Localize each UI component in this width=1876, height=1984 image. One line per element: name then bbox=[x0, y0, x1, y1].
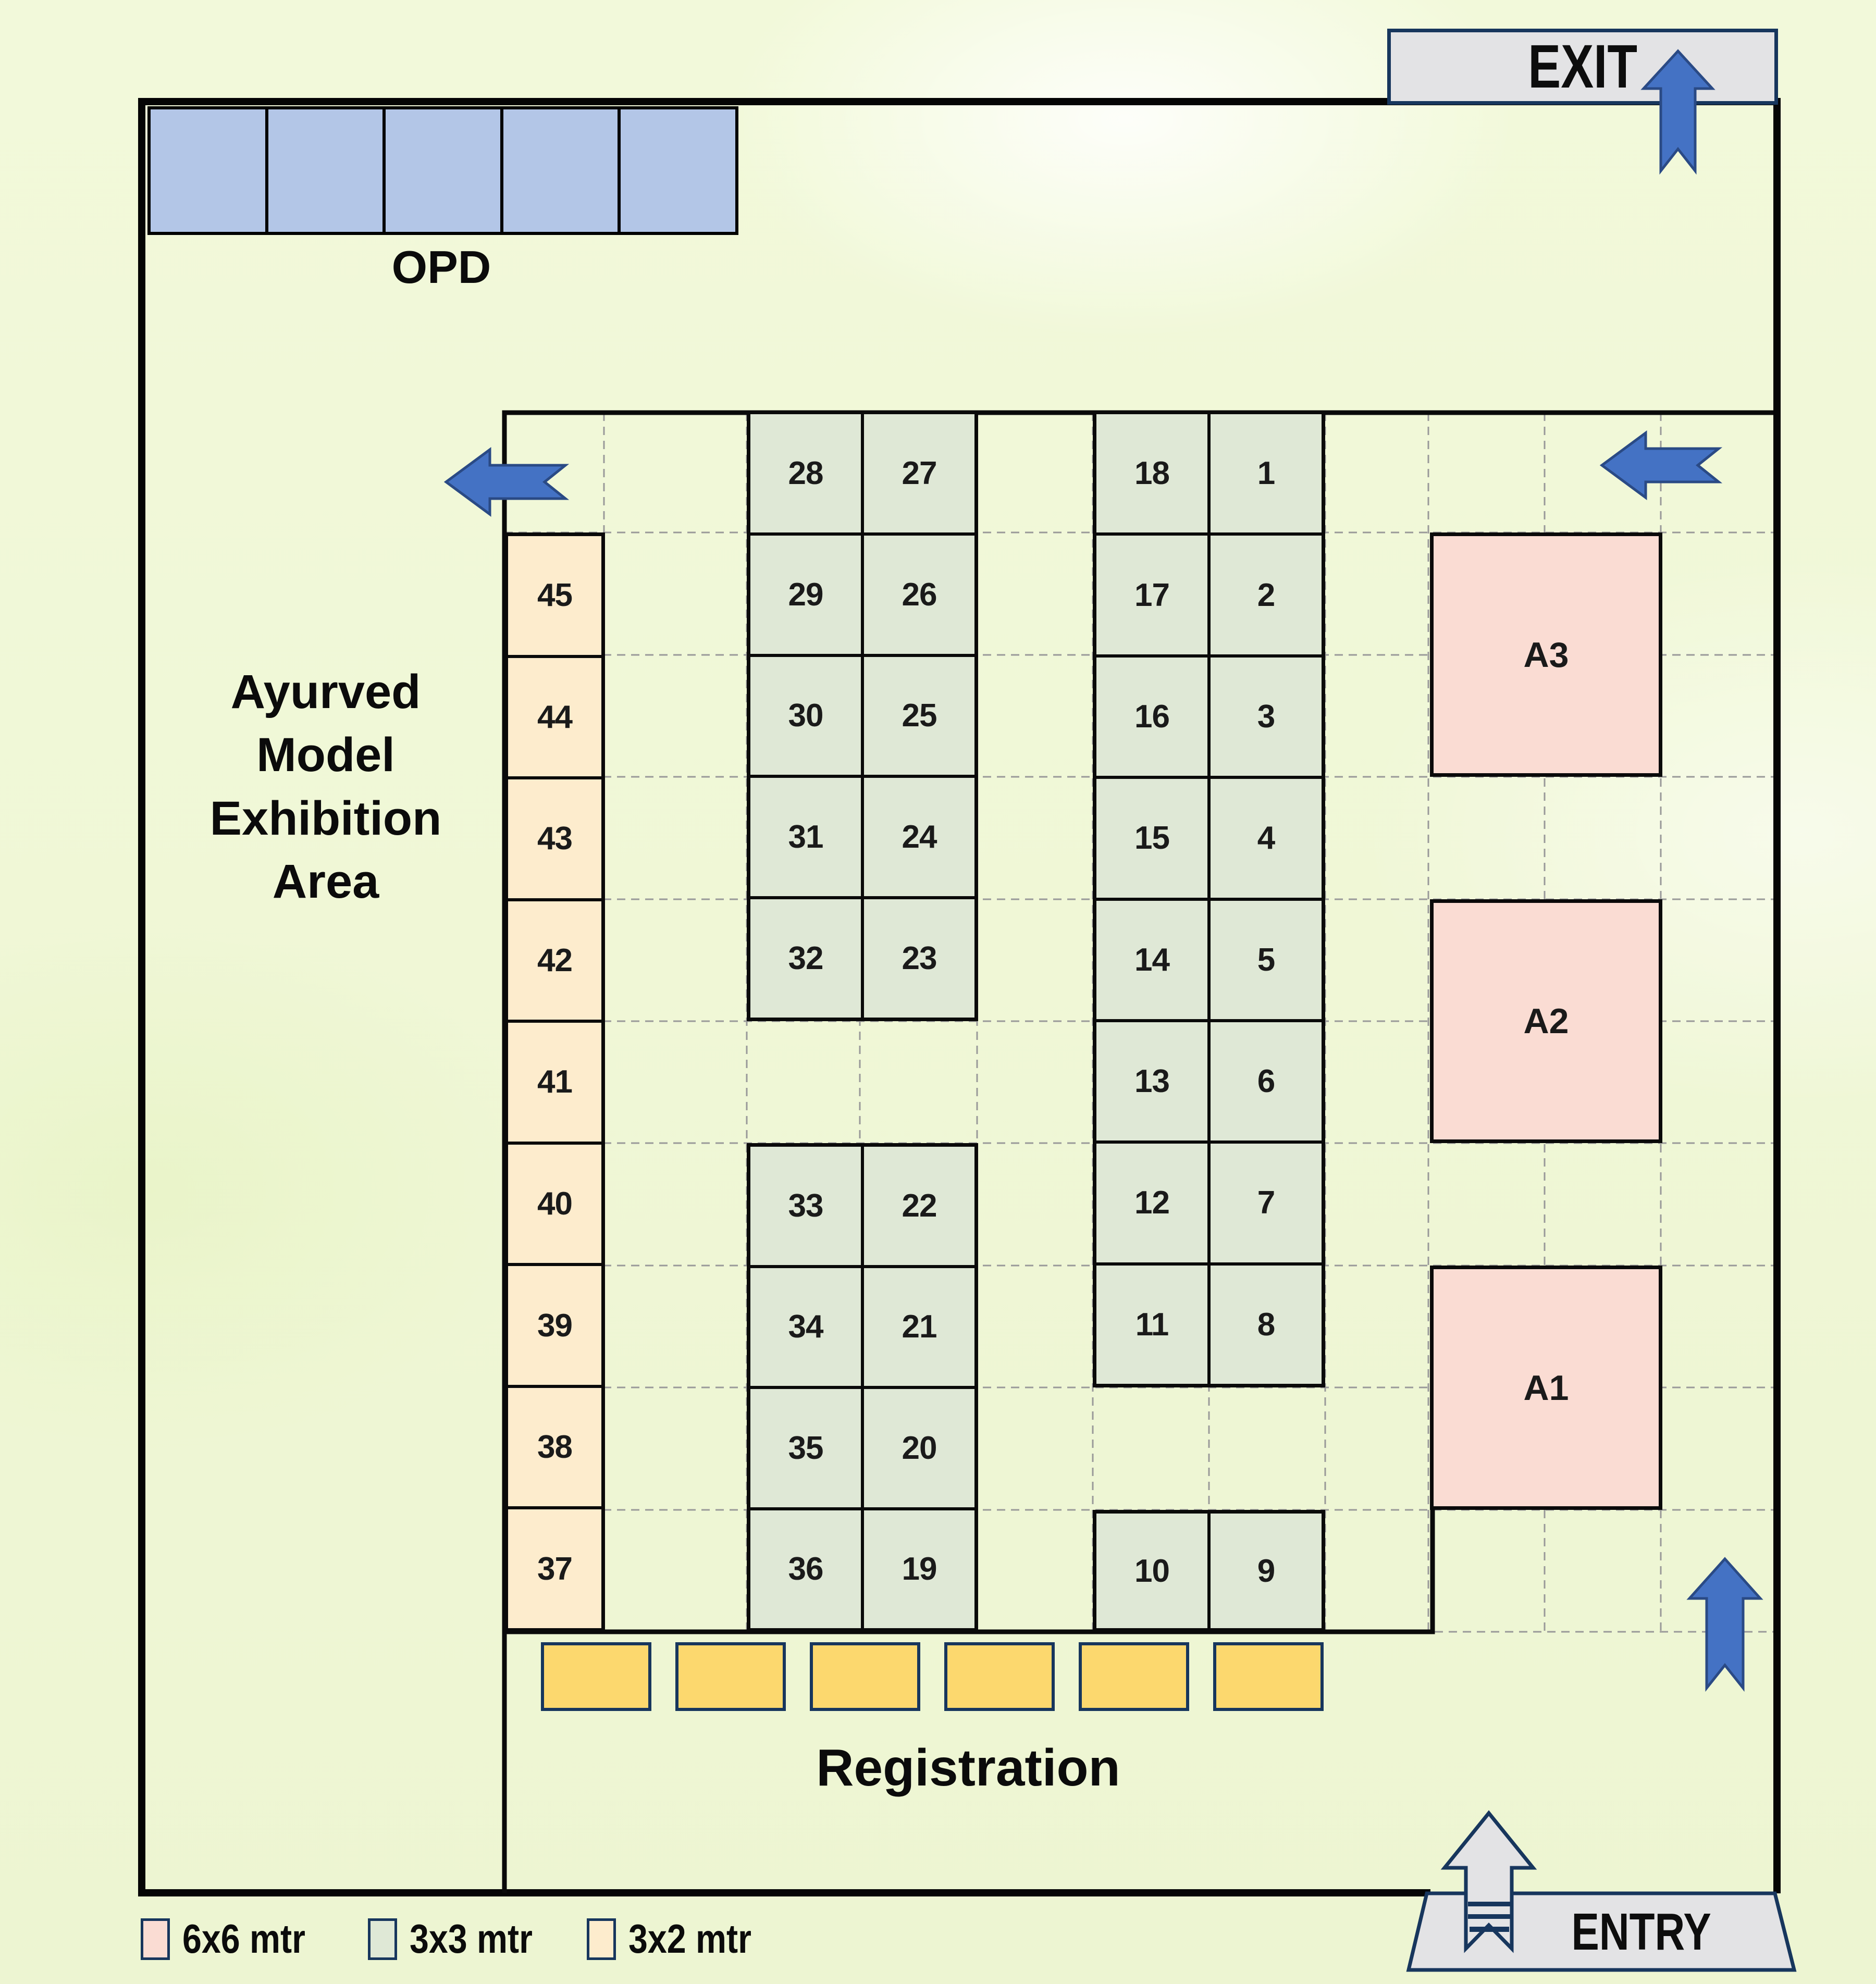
booth-36: 36 bbox=[749, 1508, 862, 1630]
booth-A3: A3 bbox=[1430, 532, 1662, 777]
booth-44: 44 bbox=[507, 656, 603, 778]
registration-desk bbox=[944, 1642, 1055, 1711]
booth-A2: A2 bbox=[1430, 899, 1662, 1143]
entry-label: ENTRY bbox=[1571, 1902, 1712, 1961]
booth-29: 29 bbox=[749, 534, 862, 655]
booth-32: 32 bbox=[749, 898, 862, 1019]
area-label-line: Area bbox=[272, 855, 379, 909]
booth-25: 25 bbox=[862, 655, 976, 777]
booth-41: 41 bbox=[507, 1021, 603, 1143]
booth-42: 42 bbox=[507, 899, 603, 1022]
booth-19: 19 bbox=[862, 1508, 976, 1630]
legend-item: 3x3 mtr bbox=[368, 1915, 554, 1963]
area-label-line: Model bbox=[256, 728, 395, 782]
booth-33: 33 bbox=[749, 1145, 862, 1267]
legend-label: 3x2 mtr bbox=[628, 1916, 751, 1962]
booth-43: 43 bbox=[507, 778, 603, 900]
legend-label: 6x6 mtr bbox=[182, 1916, 305, 1962]
booth-13: 13 bbox=[1095, 1020, 1209, 1143]
booth-45: 45 bbox=[507, 535, 603, 656]
opd-unit bbox=[149, 108, 267, 233]
booth-40: 40 bbox=[507, 1143, 603, 1265]
booth-27: 27 bbox=[862, 413, 976, 534]
booth-26: 26 bbox=[862, 534, 976, 655]
booth-30: 30 bbox=[749, 655, 862, 777]
booth-8: 8 bbox=[1209, 1263, 1323, 1385]
building-wall bbox=[138, 98, 1781, 1896]
legend-item: 3x2 mtr bbox=[587, 1915, 773, 1963]
booth-12: 12 bbox=[1095, 1142, 1209, 1264]
booth-15: 15 bbox=[1095, 777, 1209, 899]
legend-swatch bbox=[587, 1918, 616, 1960]
area-label-line: Ayurved bbox=[230, 665, 421, 718]
booth-7: 7 bbox=[1209, 1142, 1323, 1264]
booth-23: 23 bbox=[862, 898, 976, 1019]
legend-swatch bbox=[368, 1918, 397, 1960]
flow-arrow-left-west bbox=[443, 447, 570, 517]
booth-35: 35 bbox=[749, 1387, 862, 1509]
exhibition-area-label: Ayurved Model Exhibition Area bbox=[146, 661, 505, 914]
booth-18: 18 bbox=[1095, 413, 1209, 535]
registration-desk bbox=[1213, 1642, 1324, 1711]
booth-39: 39 bbox=[507, 1264, 603, 1386]
legend-item: 6x6 mtr bbox=[141, 1915, 327, 1963]
booth-10: 10 bbox=[1095, 1512, 1209, 1630]
booth-28: 28 bbox=[749, 413, 862, 534]
flow-arrow-left-east bbox=[1599, 430, 1723, 500]
booth-2: 2 bbox=[1209, 534, 1323, 656]
booth-1: 1 bbox=[1209, 413, 1323, 535]
booth-9: 9 bbox=[1209, 1512, 1323, 1630]
booth-38: 38 bbox=[507, 1386, 603, 1508]
flow-arrow-up-southeast bbox=[1686, 1557, 1763, 1692]
booth-11: 11 bbox=[1095, 1263, 1209, 1385]
opd-label: OPD bbox=[391, 241, 491, 293]
registration-desk bbox=[810, 1642, 920, 1711]
entry-sign-label: ENTRY bbox=[1532, 1901, 1751, 1963]
booth-3: 3 bbox=[1209, 655, 1323, 778]
registration-desk bbox=[541, 1642, 651, 1711]
booth-31: 31 bbox=[749, 776, 862, 898]
booth-21: 21 bbox=[862, 1266, 976, 1387]
booth-4: 4 bbox=[1209, 777, 1323, 899]
registration-label: Registration bbox=[816, 1739, 1120, 1797]
opd-unit bbox=[501, 108, 620, 233]
booth-20: 20 bbox=[862, 1387, 976, 1509]
booth-16: 16 bbox=[1095, 655, 1209, 778]
booth-A1: A1 bbox=[1430, 1266, 1662, 1510]
booth-6: 6 bbox=[1209, 1020, 1323, 1143]
booth-17: 17 bbox=[1095, 534, 1209, 656]
hall-boundary-bottom bbox=[504, 1508, 1435, 1634]
booth-37: 37 bbox=[507, 1508, 603, 1630]
booth-5: 5 bbox=[1209, 899, 1323, 1021]
entry-up-arrow bbox=[1440, 1810, 1537, 1953]
legend-swatch bbox=[141, 1918, 170, 1960]
exit-up-arrow bbox=[1640, 49, 1715, 175]
area-label-line: Exhibition bbox=[209, 791, 442, 845]
booth-22: 22 bbox=[862, 1145, 976, 1267]
registration-desk bbox=[1079, 1642, 1189, 1711]
opd-booth-row bbox=[147, 106, 738, 235]
exit-sign: EXIT bbox=[1387, 29, 1778, 105]
registration-desk bbox=[675, 1642, 786, 1711]
booth-24: 24 bbox=[862, 776, 976, 898]
booth-34: 34 bbox=[749, 1266, 862, 1387]
legend-label: 3x3 mtr bbox=[410, 1916, 533, 1962]
exit-label: EXIT bbox=[1528, 32, 1637, 101]
opd-unit bbox=[619, 108, 737, 233]
booth-14: 14 bbox=[1095, 899, 1209, 1021]
opd-unit bbox=[384, 108, 502, 233]
opd-unit bbox=[266, 108, 385, 233]
